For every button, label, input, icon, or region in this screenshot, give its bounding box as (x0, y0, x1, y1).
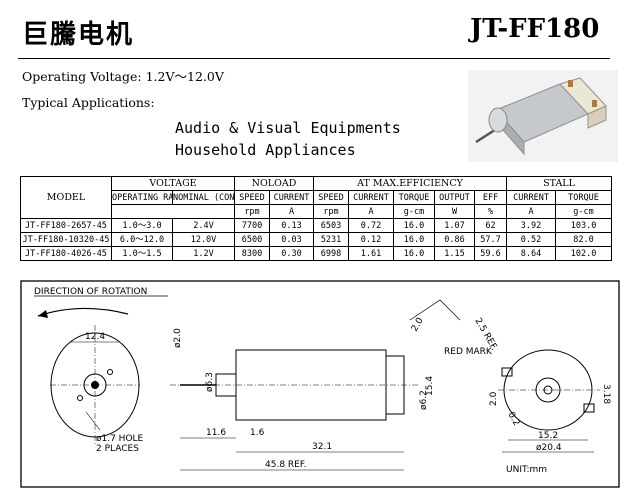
voltage-header: VOLTAGE (111, 176, 235, 191)
direction-label: DIRECTION OF ROTATION (34, 287, 147, 297)
dim-2-0-b: 2.0 (489, 391, 499, 406)
dim-0-2: 0.2 (505, 411, 521, 428)
dim-32-1: 32.1 (312, 442, 332, 452)
value-cell: 1.0～3.0 (111, 218, 173, 233)
subheader-speed: SPEED (234, 190, 270, 205)
value-cell: 16.0 (393, 218, 435, 233)
value-cell: 1.2V (172, 246, 235, 261)
subheader-eff: EFF (473, 190, 508, 205)
unit-cell: % (473, 204, 508, 219)
operating-voltage: Operating Voltage: 1.2V～12.0V (22, 69, 224, 84)
dim-12-4: 12.4 (85, 332, 105, 342)
value-cell: 0.13 (269, 218, 314, 233)
application-item: Household Appliances (175, 141, 356, 159)
unit-cell: A (506, 204, 557, 219)
max-efficiency-header: AT MAX.EFFICIENCY (312, 176, 508, 191)
subheader-nominal: NOMINAL (CONSTANT) (172, 190, 235, 205)
value-cell: 1.61 (348, 246, 394, 261)
value-cell: 12.0V (172, 232, 235, 247)
value-cell: 1.07 (434, 218, 475, 233)
subheader-torque: TORQUE (555, 190, 613, 205)
value-cell: 62 (473, 218, 508, 233)
value-cell: 6.0～12.0 (111, 232, 173, 247)
dim-45-8: 45.8 REF. (265, 460, 306, 470)
model-cell: JT-FF180-4026-45 (20, 246, 112, 261)
value-cell: 8.64 (506, 246, 557, 261)
technical-drawing: DIRECTION OF ROTATION 12.4 ø1.7 HOLE 2 P… (20, 280, 620, 488)
value-cell: 1.0～1.5 (111, 246, 173, 261)
value-cell: 59.6 (473, 246, 508, 261)
unit-cell: rpm (313, 204, 349, 219)
value-cell: 8300 (234, 246, 270, 261)
unit-label: UNIT:mm (506, 465, 547, 475)
dim-15-4: 15.4 (425, 376, 435, 396)
stall-header: STALL (506, 176, 613, 191)
value-cell: 0.72 (348, 218, 394, 233)
unit-cell: g-cm (393, 204, 435, 219)
value-cell: 57.7 (473, 232, 508, 247)
subheader-torque: TORQUE (393, 190, 435, 205)
hole-note: 2 PLACES (96, 444, 139, 454)
value-cell: 6998 (313, 246, 349, 261)
model-title: JT-FF180 (470, 14, 600, 44)
value-cell: 5231 (313, 232, 349, 247)
value-cell: 0.86 (434, 232, 475, 247)
noload-header: NOLOAD (234, 176, 314, 191)
unit-cell: A (348, 204, 394, 219)
model-header: MODEL (20, 176, 112, 219)
brand-name: 巨騰电机 (22, 20, 135, 50)
dim-6-2: ø6.2 (419, 390, 429, 410)
motor-photo (468, 70, 618, 162)
value-cell: 102.0 (555, 246, 613, 261)
value-cell: 0.52 (506, 232, 557, 247)
value-cell: 6503 (313, 218, 349, 233)
value-cell: 3.92 (506, 218, 557, 233)
subheader-speed: SPEED (313, 190, 349, 205)
value-cell: 1.15 (434, 246, 475, 261)
unit-cell: W (434, 204, 475, 219)
value-cell: 16.0 (393, 232, 435, 247)
dim-20-4: ø20.4 (536, 443, 562, 453)
value-cell: 6500 (234, 232, 270, 247)
hole-note: ø1.7 HOLE (96, 434, 144, 444)
typical-applications-label: Typical Applications: (22, 95, 155, 110)
dim-6-3: ø6.3 (205, 372, 215, 392)
rotation-arrow-icon (37, 307, 129, 317)
unit-cell: rpm (234, 204, 270, 219)
value-cell: 0.03 (269, 232, 314, 247)
dim-11-6: 11.6 (206, 428, 226, 438)
value-cell: 2.4V (172, 218, 235, 233)
dim-1-6: 1.6 (250, 428, 265, 438)
subheader-current: CURRENT (269, 190, 314, 205)
dim-3-18: 3.18 (601, 384, 611, 404)
subheader-operating: OPERATING RANGE (111, 190, 173, 205)
subheader-current: CURRENT (348, 190, 394, 205)
unit-cell: A (269, 204, 314, 219)
value-cell: 7700 (234, 218, 270, 233)
value-cell: 103.0 (555, 218, 613, 233)
header-divider (18, 58, 610, 59)
voltage-unit-spacer (111, 204, 235, 219)
value-cell: 16.0 (393, 246, 435, 261)
unit-cell: g-cm (555, 204, 613, 219)
model-cell: JT-FF180-2657-45 (20, 218, 112, 233)
spec-table: MODEL VOLTAGE NOLOAD AT MAX.EFFICIENCY S… (20, 176, 613, 261)
value-cell: 0.12 (348, 232, 394, 247)
value-cell: 0.30 (269, 246, 314, 261)
dim-15-2: 15.2 (538, 431, 558, 441)
model-cell: JT-FF180-10320-45 (20, 232, 112, 247)
subheader-output: OUTPUT (434, 190, 475, 205)
application-item: Audio & Visual Equipments (175, 119, 401, 137)
value-cell: 82.0 (555, 232, 613, 247)
red-mark-label: RED MARK (444, 347, 493, 357)
subheader-current: CURRENT (506, 190, 557, 205)
dim-shaft: ø2.0 (173, 328, 183, 348)
